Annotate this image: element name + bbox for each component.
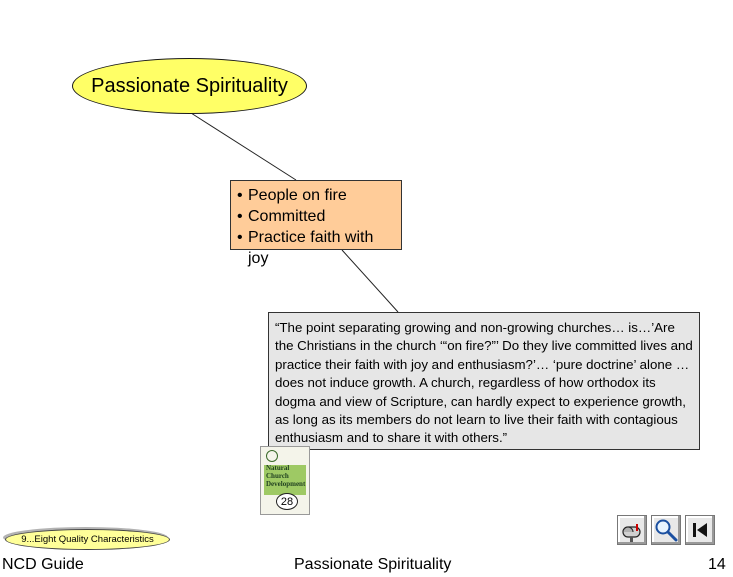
search-button[interactable] bbox=[651, 515, 681, 545]
back-to-section-link[interactable]: 9...Eight Quality Characteristics bbox=[3, 527, 170, 551]
book-cover-art bbox=[264, 465, 306, 495]
page-reference-badge: 28 bbox=[276, 493, 298, 510]
back-link-label[interactable]: 9...Eight Quality Characteristics bbox=[5, 529, 170, 550]
footer-center-title: Passionate Spirituality bbox=[294, 556, 452, 573]
topic-ellipse: Passionate Spirituality bbox=[72, 58, 307, 114]
footer-page-number: 14 bbox=[708, 556, 726, 573]
quote-text: “The point separating growing and non-gr… bbox=[275, 320, 693, 446]
connector-topic-to-points bbox=[190, 112, 297, 181]
topic-label: Passionate Spirituality bbox=[91, 74, 288, 97]
magnifier-icon bbox=[652, 519, 680, 548]
first-slide-icon bbox=[686, 523, 714, 548]
key-point-item: Practice faith with joy bbox=[237, 227, 395, 269]
key-point-item: Committed bbox=[237, 206, 395, 227]
mailbox-button[interactable] bbox=[617, 515, 647, 545]
book-logo-icon bbox=[266, 450, 278, 462]
key-point-item: People on fire bbox=[237, 185, 395, 206]
key-points-box: People on fire Committed Practice faith … bbox=[230, 180, 402, 267]
book-cover-image[interactable]: Natural Church Development 28 bbox=[260, 446, 310, 515]
first-slide-button[interactable] bbox=[685, 515, 715, 545]
key-points-list: People on fire Committed Practice faith … bbox=[237, 185, 395, 269]
book-title: Natural Church Development bbox=[266, 464, 306, 488]
footer-left-label: NCD Guide bbox=[2, 556, 84, 573]
mailbox-icon bbox=[618, 524, 646, 548]
quote-box: “The point separating growing and non-gr… bbox=[268, 312, 700, 450]
